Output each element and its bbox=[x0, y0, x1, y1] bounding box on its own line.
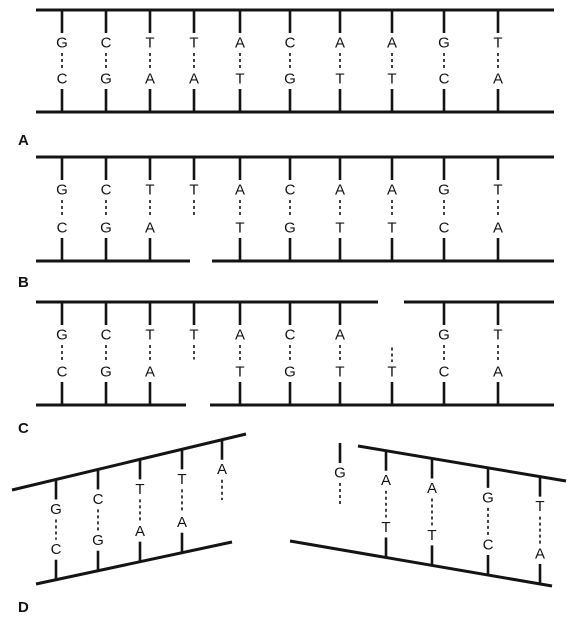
panel-b: G C C G T A T A T C G A T A T G C T A bbox=[36, 155, 554, 263]
panel-c: G C C G T A T A T C G A T T G C T A bbox=[36, 300, 554, 407]
base-label: C bbox=[57, 364, 68, 381]
base-label: T bbox=[493, 35, 502, 52]
base-label: C bbox=[439, 220, 450, 237]
base-label: T bbox=[235, 71, 244, 88]
base-label: A bbox=[387, 35, 397, 52]
base-label: T bbox=[189, 182, 198, 199]
base-label: T bbox=[427, 527, 436, 544]
top-strand bbox=[11, 432, 247, 492]
base-label: T bbox=[145, 327, 154, 344]
base-label: T bbox=[387, 71, 396, 88]
base-label: C bbox=[285, 35, 296, 52]
base-label: C bbox=[285, 182, 296, 199]
base-label: G bbox=[482, 489, 494, 506]
base-label: G bbox=[284, 364, 296, 381]
base-label: G bbox=[56, 327, 68, 344]
base-label: A bbox=[427, 480, 437, 497]
base-label: A bbox=[493, 364, 503, 381]
base-label: G bbox=[100, 220, 112, 237]
base-label: A bbox=[387, 182, 397, 199]
base-label: T bbox=[145, 35, 154, 52]
base-label: T bbox=[493, 182, 502, 199]
base-label: C bbox=[57, 220, 68, 237]
right-fragment: G A T A T G C T A bbox=[289, 442, 567, 588]
base-label: C bbox=[285, 327, 296, 344]
base-label: G bbox=[56, 182, 68, 199]
base-label: A bbox=[335, 35, 345, 52]
base-label: T bbox=[235, 220, 244, 237]
base-label: A bbox=[235, 327, 245, 344]
base-label: G bbox=[50, 501, 62, 518]
base-label: C bbox=[101, 327, 112, 344]
panel-a: G C C G T A T A A T C G A T A T G C T A bbox=[36, 8, 554, 114]
base-label: C bbox=[483, 537, 494, 554]
base-label: C bbox=[57, 71, 68, 88]
base-label: T bbox=[387, 220, 396, 237]
panel-label-d: D bbox=[18, 599, 29, 616]
base-label: C bbox=[439, 364, 450, 381]
base-label: A bbox=[177, 514, 187, 531]
base-label: C bbox=[51, 541, 62, 558]
base-label: A bbox=[145, 364, 155, 381]
base-label: T bbox=[145, 182, 154, 199]
base-label: T bbox=[493, 327, 502, 344]
base-label: T bbox=[235, 364, 244, 381]
base-label: G bbox=[438, 35, 450, 52]
bottom-strand bbox=[35, 540, 233, 586]
base-label: G bbox=[438, 182, 450, 199]
base-label: A bbox=[145, 71, 155, 88]
panel-label-a: A bbox=[18, 132, 29, 149]
base-label: A bbox=[135, 523, 145, 540]
base-label: A bbox=[145, 220, 155, 237]
base-label: A bbox=[235, 182, 245, 199]
panel-label-c: C bbox=[18, 420, 29, 437]
base-label: T bbox=[535, 498, 544, 515]
base-label: G bbox=[92, 532, 104, 549]
bottom-strand bbox=[289, 539, 553, 588]
base-label: T bbox=[335, 71, 344, 88]
base-label: T bbox=[177, 471, 186, 488]
base-label: A bbox=[493, 71, 503, 88]
base-label: T bbox=[135, 481, 144, 498]
base-label: T bbox=[335, 364, 344, 381]
base-label: C bbox=[101, 182, 112, 199]
base-label: G bbox=[284, 71, 296, 88]
base-label: T bbox=[335, 220, 344, 237]
base-label: T bbox=[189, 327, 198, 344]
base-label: G bbox=[100, 71, 112, 88]
base-label: C bbox=[439, 71, 450, 88]
left-fragment: G C C G T A T A A bbox=[11, 432, 247, 586]
base-label: A bbox=[335, 182, 345, 199]
base-label: C bbox=[101, 35, 112, 52]
panel-label-b: B bbox=[18, 274, 29, 291]
base-label: G bbox=[284, 220, 296, 237]
base-label: T bbox=[387, 364, 396, 381]
base-label: G bbox=[334, 464, 346, 481]
base-label: A bbox=[381, 472, 391, 489]
base-label: G bbox=[100, 364, 112, 381]
base-label: G bbox=[438, 327, 450, 344]
base-label: A bbox=[189, 71, 199, 88]
base-label: A bbox=[335, 327, 345, 344]
top-strand bbox=[357, 444, 567, 483]
base-label: A bbox=[493, 220, 503, 237]
base-label: A bbox=[535, 545, 545, 562]
base-label: G bbox=[56, 35, 68, 52]
panel-d: G C C G T A T A A G A T A T G C T A bbox=[11, 432, 567, 588]
base-label: A bbox=[235, 35, 245, 52]
base-label: A bbox=[217, 461, 227, 478]
base-label: T bbox=[189, 35, 198, 52]
base-label: T bbox=[381, 519, 390, 536]
base-label: C bbox=[93, 491, 104, 508]
